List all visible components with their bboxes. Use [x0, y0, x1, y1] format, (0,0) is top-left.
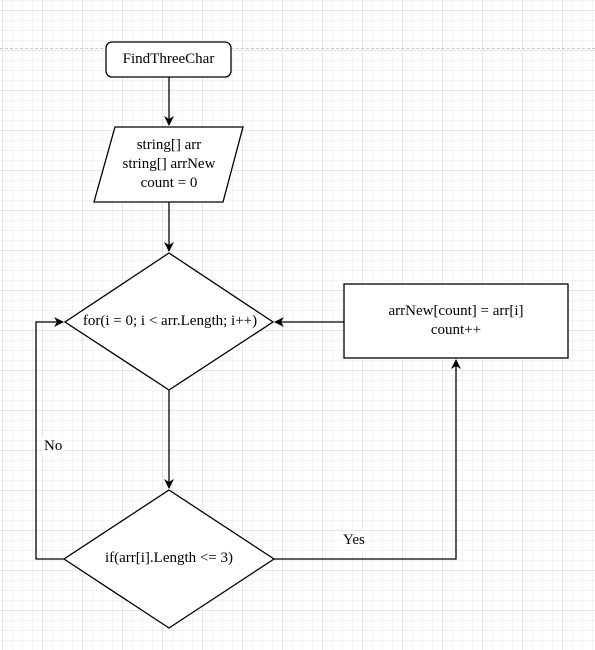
edge-condition-no-to-loop: [35, 317, 64, 560]
assign-process[interactable]: [343, 283, 569, 359]
yes-edge-label: Yes: [341, 531, 367, 550]
assign-label: arrNew[count] = arr[i] count++: [388, 303, 524, 338]
condition-label: if(arr[i].Length <= 3): [104, 550, 234, 566]
input-parallelogram[interactable]: [93, 126, 244, 203]
no-edge-label: No: [42, 437, 65, 456]
loop-label: for(i = 0; i < arr.Length; i++): [82, 313, 258, 329]
edge-condition-yes-to-assign: [274, 359, 461, 560]
page-break-line: [0, 48, 595, 49]
start-label: FindThreeChar: [122, 51, 215, 67]
input-label: string[] arr string[] arrNew count = 0: [122, 137, 216, 191]
condition-diamond[interactable]: [62, 489, 276, 629]
